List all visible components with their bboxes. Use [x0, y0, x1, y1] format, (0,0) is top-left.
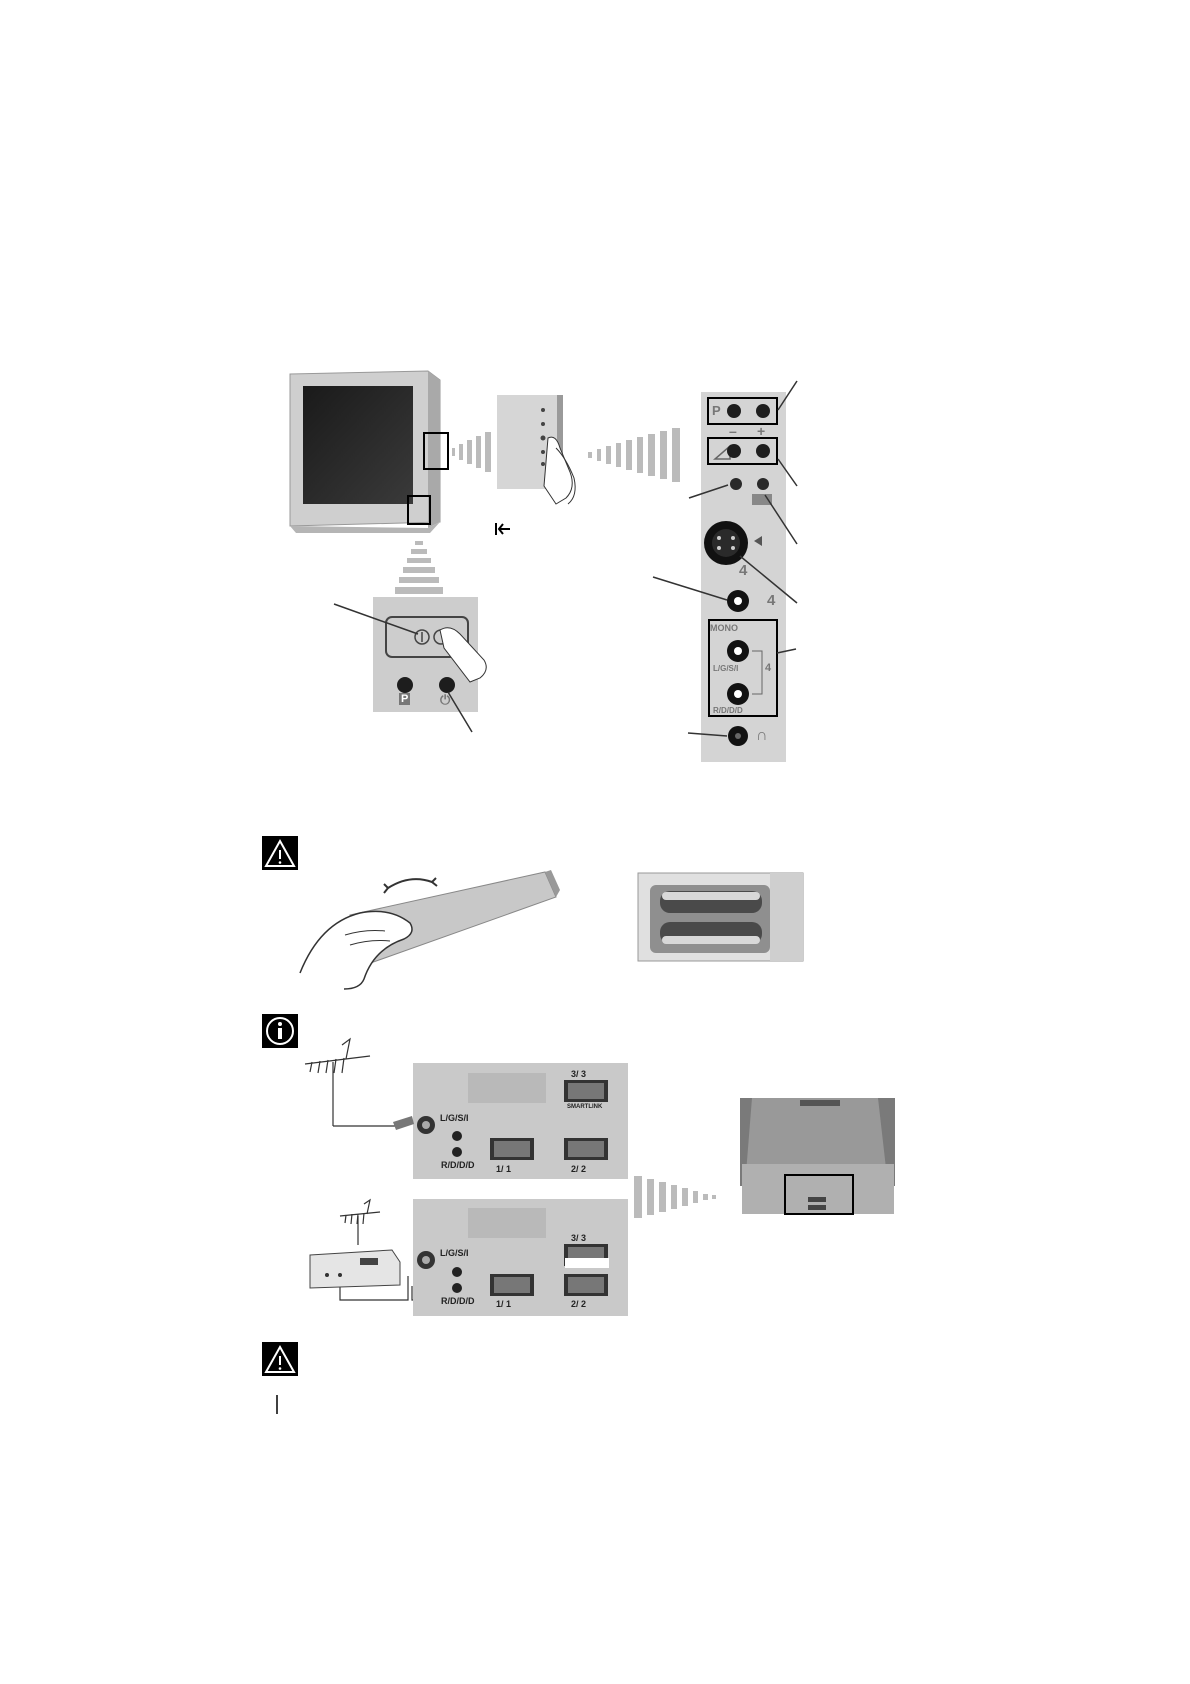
av4-audio-label: 4 — [765, 662, 772, 674]
tv-set — [289, 370, 449, 533]
vcr-unit — [309, 1249, 401, 1289]
rear-panel-bottom — [413, 1199, 628, 1316]
front-p-label: P — [399, 693, 411, 705]
top-smartlink-label: SMARTLINK — [567, 1104, 603, 1110]
rear-panel-top — [393, 1063, 628, 1179]
top-l-label: L/G/S/I — [440, 1113, 469, 1123]
av4-video-label: 4 — [767, 592, 776, 609]
remote-cover-illustration — [299, 870, 560, 990]
warning-triangle-icon — [262, 1342, 298, 1376]
av4-svideo-label: 4 — [739, 562, 748, 579]
minus-label: – — [729, 423, 737, 439]
bottom-l-label: L/G/S/I — [440, 1248, 469, 1258]
top-scart1-label: 1/ 1 — [496, 1164, 512, 1174]
warning-triangle-icon — [262, 836, 298, 870]
top-scart3-label: 3/ 3 — [571, 1069, 587, 1079]
programme-arrow-icon — [495, 523, 510, 535]
zoom-beam-1 — [452, 432, 491, 472]
audio-r-label: R/D/D/D — [713, 706, 743, 715]
zoom-beam-3 — [395, 541, 443, 594]
standby-icon: ⏻ — [440, 692, 451, 707]
zoom-beam-4 — [634, 1176, 716, 1218]
bottom-scart3-label: 3/ 3 — [571, 1233, 587, 1243]
info-icon — [262, 1014, 298, 1048]
battery-compartment — [637, 872, 804, 962]
program-label: P — [712, 403, 721, 418]
side-panel-with-hand — [497, 395, 576, 505]
zoom-beam-2 — [588, 428, 680, 482]
main-switch-panel — [333, 597, 487, 733]
plus-label: + — [757, 423, 766, 439]
top-scart2-label: 2/ 2 — [571, 1164, 587, 1174]
bottom-scart1-label: 1/ 1 — [496, 1299, 512, 1309]
bottom-r-label: R/D/D/D — [441, 1296, 475, 1306]
side-connector-column — [652, 380, 798, 762]
bottom-scart2-label: 2/ 2 — [571, 1299, 587, 1309]
tv-rear — [740, 1098, 895, 1215]
headphone-icon: ∩ — [756, 727, 768, 744]
audio-l-label: L/G/S/I — [713, 664, 739, 673]
mono-label: MONO — [710, 623, 738, 633]
top-r-label: R/D/D/D — [441, 1160, 475, 1170]
